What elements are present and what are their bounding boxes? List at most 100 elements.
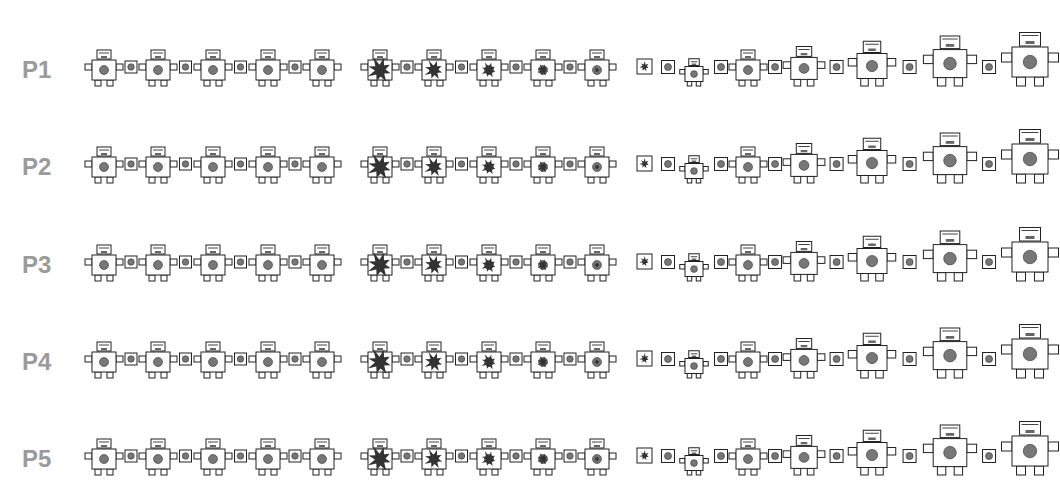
- figure-arm: [703, 265, 708, 270]
- dot-box: [903, 450, 916, 463]
- robot-figure: [729, 439, 767, 475]
- dot-box: [235, 450, 247, 462]
- figure-dot: [209, 66, 218, 75]
- figure-body: [92, 60, 116, 80]
- figure-mouth: [594, 251, 600, 253]
- figure-eyes: [153, 345, 163, 346]
- figure-leg: [425, 80, 431, 86]
- figure-arm: [783, 354, 791, 361]
- figure-eyes: [208, 53, 218, 54]
- dot-box: [510, 353, 522, 365]
- figure-leg: [259, 469, 265, 475]
- figure-head: [373, 50, 387, 59]
- figure-eyes: [153, 442, 163, 443]
- figure-arm: [578, 259, 585, 265]
- figure-eyes: [484, 442, 494, 443]
- figure-mouth: [868, 341, 876, 344]
- figure-arm: [334, 356, 341, 362]
- dot-box-frame: [125, 256, 137, 268]
- figure-arm: [848, 59, 857, 67]
- figure-head: [741, 245, 755, 254]
- dot-box: [903, 256, 916, 269]
- figure-mouth: [101, 251, 107, 253]
- figure-arm: [783, 62, 791, 69]
- dot-box-frame: [401, 61, 413, 73]
- dot-box-dot: [717, 355, 724, 362]
- figure-head: [1020, 228, 1041, 242]
- figure-arm: [680, 459, 685, 464]
- figure-leg: [149, 80, 155, 86]
- figure-leg: [600, 275, 606, 281]
- dot-box-frame: [180, 158, 192, 170]
- figure-leg: [861, 468, 869, 476]
- figure-leg: [588, 372, 594, 378]
- figure-dot: [593, 358, 602, 367]
- figure-eyes: [691, 158, 698, 159]
- figure-head: [261, 439, 275, 448]
- figure-eyes: [691, 353, 698, 354]
- figure-leg: [687, 277, 692, 282]
- figure-leg: [425, 469, 431, 475]
- dot-box: [662, 353, 675, 366]
- robot-figure: [1002, 325, 1059, 379]
- figure-leg: [954, 370, 962, 378]
- dot-box: [983, 158, 996, 171]
- figure-head: [206, 439, 220, 448]
- figure-leg: [480, 177, 486, 183]
- figure-leg: [687, 82, 692, 87]
- figure-dot: [100, 163, 109, 172]
- figure-leg: [696, 277, 701, 282]
- figure-arm: [249, 64, 256, 70]
- dot-box-dot: [906, 160, 913, 167]
- figure-arm: [116, 453, 123, 459]
- dot-box: [456, 61, 468, 73]
- figure-body: [736, 157, 760, 177]
- figure-arm: [194, 64, 201, 70]
- figure-arm: [967, 444, 977, 452]
- figure-dot: [264, 358, 273, 367]
- figure-leg: [149, 469, 155, 475]
- figure-leg: [325, 372, 331, 378]
- figure-leg: [216, 80, 222, 86]
- figure-leg: [751, 177, 757, 183]
- robot-figure: [361, 245, 399, 281]
- figure-head: [536, 147, 550, 156]
- dot-box-frame: [180, 450, 192, 462]
- dot-box: [715, 256, 728, 269]
- figure-dot: [264, 66, 273, 75]
- figure-dot: [1023, 347, 1037, 361]
- figure-leg: [954, 467, 962, 475]
- figure-dot: [318, 455, 327, 464]
- damage-splat: [537, 259, 548, 270]
- figure-eyes: [592, 345, 602, 346]
- figure-leg: [807, 274, 814, 281]
- dot-box: [456, 450, 468, 462]
- figure-body: [310, 352, 334, 372]
- robot-figure: [848, 236, 896, 281]
- robot-figure: [578, 50, 616, 86]
- dot-box-dot: [513, 453, 519, 459]
- damage-splat: [368, 57, 391, 81]
- figure-arm: [967, 347, 977, 355]
- damage-splat: [537, 356, 548, 367]
- figure-eyes: [153, 150, 163, 151]
- figure-dot: [154, 358, 163, 367]
- figure-arm: [729, 356, 736, 362]
- robot-figure: [848, 41, 896, 86]
- figure-arm: [139, 64, 146, 70]
- figure-eyes: [317, 53, 327, 54]
- figure-arm: [85, 64, 92, 70]
- figure-eyes: [429, 345, 439, 346]
- robot-figure: [680, 448, 709, 475]
- dot-box-dot: [664, 63, 671, 70]
- figure-arm: [848, 351, 857, 359]
- figure-leg: [425, 177, 431, 183]
- robot-figure: [848, 138, 896, 183]
- figure-arm: [194, 259, 201, 265]
- figure-leg: [313, 177, 319, 183]
- figure-head: [427, 342, 441, 351]
- dot-box: [510, 61, 522, 73]
- figure-dot: [866, 352, 877, 363]
- figure-eyes: [153, 248, 163, 249]
- figure-leg: [600, 80, 606, 86]
